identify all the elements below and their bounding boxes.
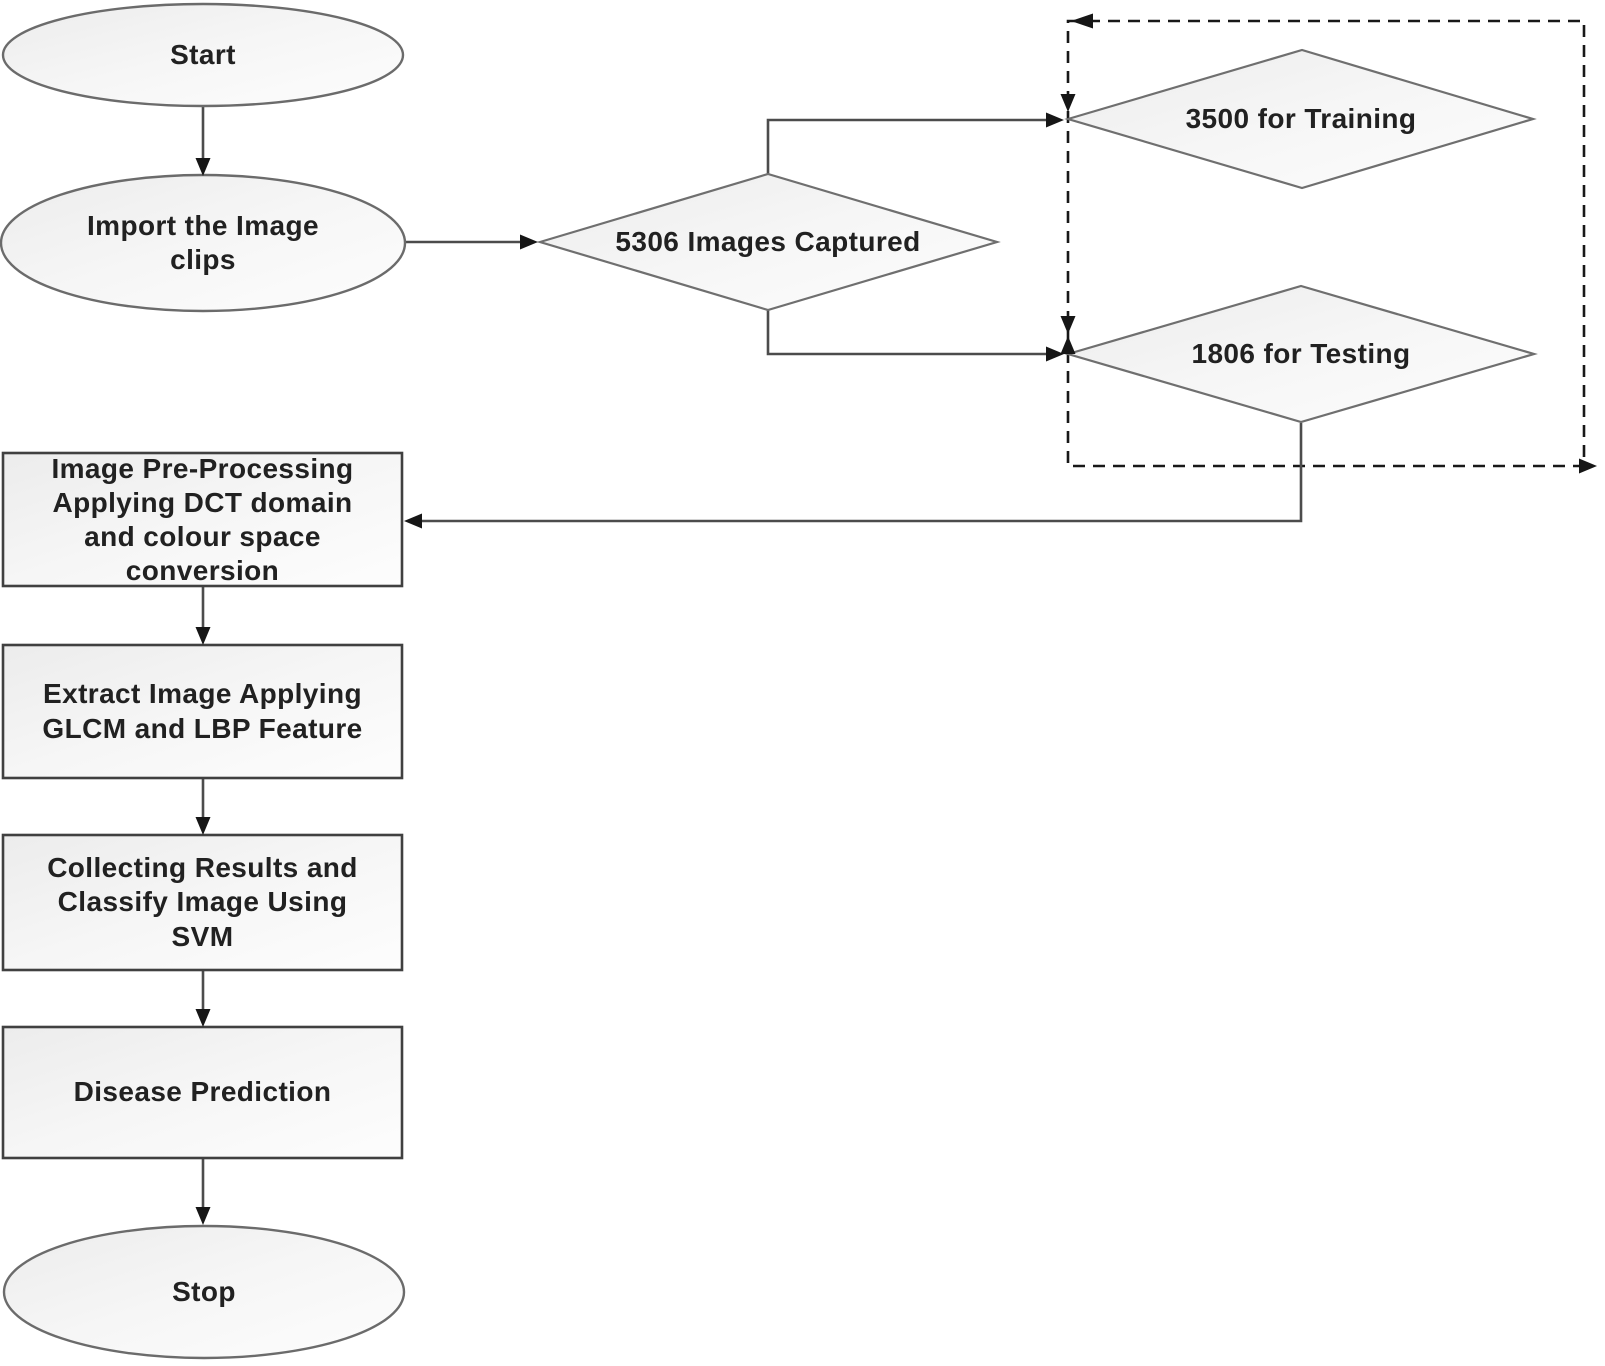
testing-label: 1806 for Testing	[1191, 337, 1411, 369]
arrowhead-dashed-down-testing-icon	[1060, 316, 1076, 334]
classification-box-shape	[1, 833, 404, 972]
arrowhead-import-captured-icon	[520, 234, 538, 250]
testing-diamond-shape	[1064, 284, 1538, 424]
arrowhead-dashed-topleft-icon	[1071, 13, 1093, 29]
arrowhead-dashed-bottomright-icon	[1579, 458, 1597, 474]
training-diamond-shape	[1064, 48, 1537, 190]
arrowhead-split-preprocessing-icon	[404, 513, 422, 529]
disease-prediction-label: Disease Prediction	[73, 1076, 332, 1108]
preprocessing-box-shape	[1, 451, 404, 588]
start-label: Start	[170, 39, 236, 71]
stop-node-shape	[2, 1224, 406, 1360]
edge-captured-to-training	[766, 118, 1047, 174]
images-captured-label: 5306 Images Captured	[615, 225, 921, 257]
disease-prediction-box-shape	[1, 1025, 404, 1160]
training-label: 3500 for Training	[1185, 102, 1417, 134]
arrowhead-captured-training-icon	[1046, 112, 1064, 128]
arrowhead-dashed-down-training-icon	[1060, 94, 1076, 112]
edge-captured-to-testing	[766, 309, 1047, 356]
arrowhead-prediction-stop-icon	[195, 1207, 211, 1225]
stop-label: Stop	[172, 1275, 236, 1307]
arrowhead-classification-prediction-icon	[195, 1009, 211, 1027]
import-clips-label: Import the Image clips	[87, 209, 319, 275]
images-captured-diamond-shape	[536, 172, 1001, 312]
feature-extraction-box-shape	[1, 643, 404, 780]
arrowhead-extraction-classification-icon	[195, 817, 211, 835]
arrowhead-captured-testing-icon	[1046, 346, 1064, 362]
feature-extraction-label: Extract Image Applying GLCM and LBP Feat…	[42, 678, 363, 744]
arrowhead-dashed-up-testing-icon	[1060, 336, 1076, 354]
classification-label: Collecting Results and Classify Image Us…	[47, 852, 358, 952]
edge-split-group-to-preprocessing	[421, 423, 1303, 523]
arrowhead-preprocessing-extraction-icon	[195, 627, 211, 645]
preprocessing-label: Image Pre-Processing Applying DCT domain…	[51, 452, 354, 587]
arrowhead-start-import-icon	[195, 158, 211, 176]
start-node-shape	[1, 2, 405, 108]
